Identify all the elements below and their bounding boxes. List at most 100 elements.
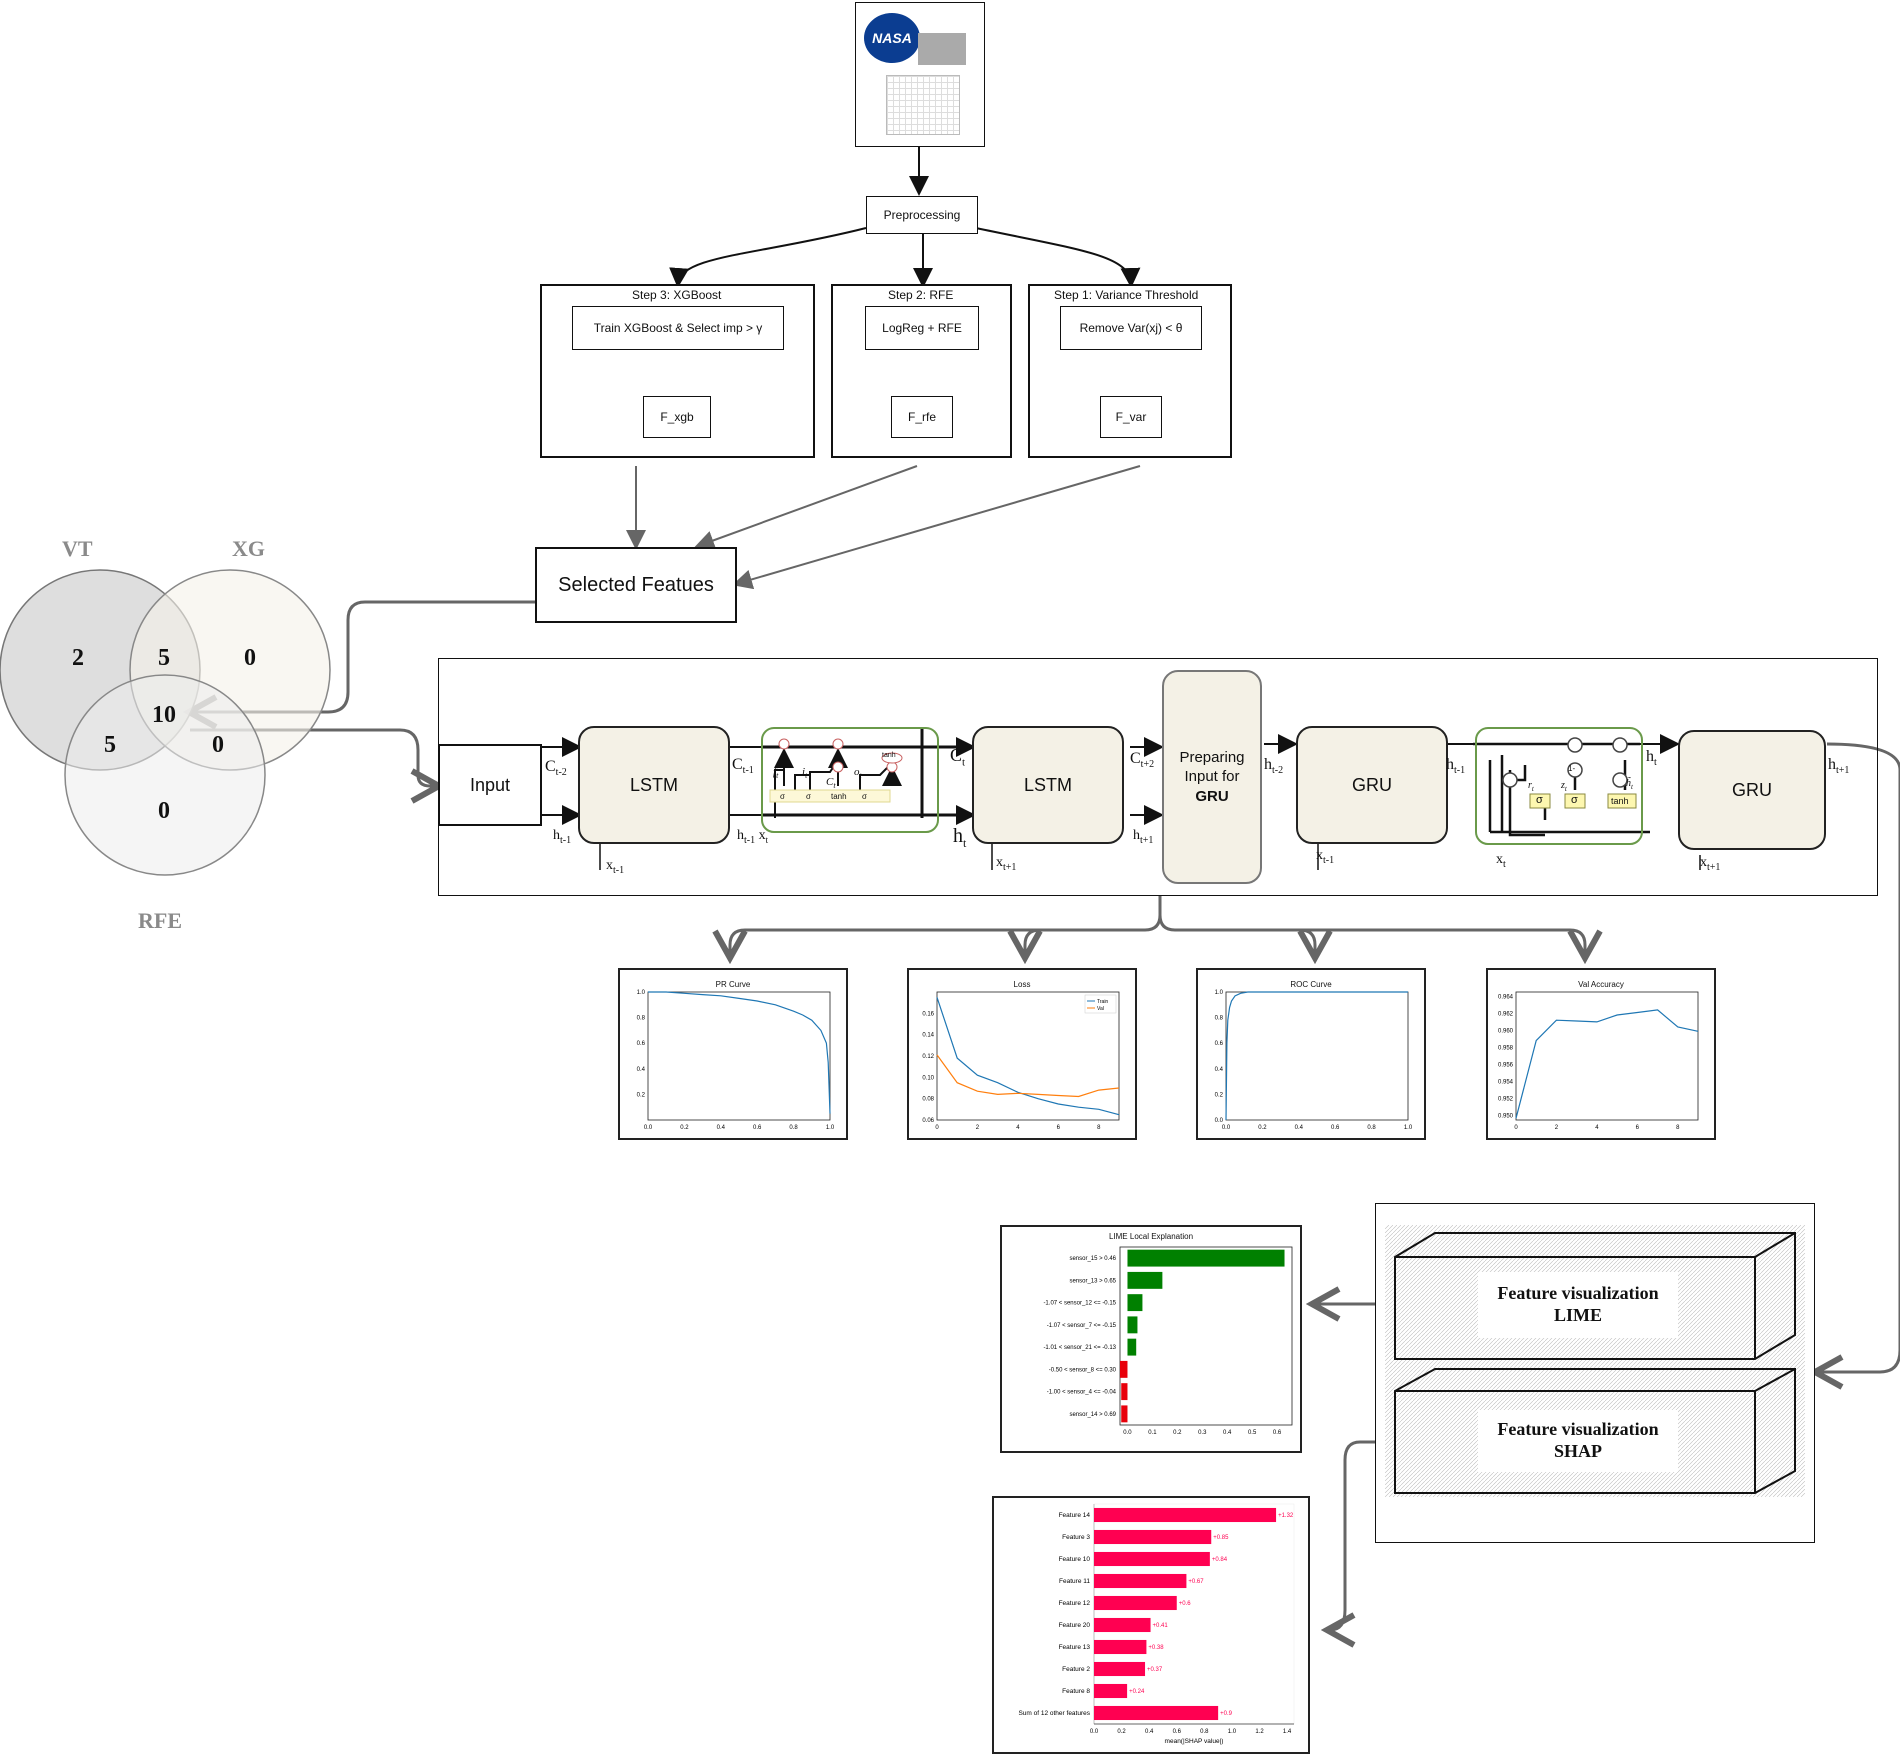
- lbl-o-t: ot: [854, 766, 862, 781]
- y-tick-label: 0.952: [1498, 1097, 1514, 1103]
- y-tick-label: 0.10: [922, 1075, 934, 1081]
- lbl-h-t-plus-1-a: ht+1: [1133, 828, 1154, 846]
- y-tick-label: 0.14: [922, 1033, 934, 1039]
- venn-count-vt-xg: 5: [158, 645, 170, 671]
- val-accuracy-title: Val Accuracy: [1578, 980, 1624, 989]
- roc-curve-title: ROC Curve: [1290, 980, 1332, 989]
- step-rfe-output-text: F_rfe: [907, 410, 936, 424]
- x-tick-label: 1.0: [1404, 1125, 1413, 1131]
- x-tick-label: 0.2: [1173, 1430, 1182, 1436]
- shap-category-label: Feature 20: [1059, 1622, 1091, 1629]
- shap-box-line2: SHAP: [1553, 1441, 1602, 1461]
- gru-cell-1-label: GRU: [1352, 774, 1392, 795]
- lime-bar: [1127, 1271, 1163, 1289]
- shap-category-label: Feature 3: [1062, 1534, 1090, 1541]
- x-tick-label: 4: [1595, 1125, 1599, 1131]
- venn-diagram: [0, 569, 331, 876]
- venn-label-vt: VT: [62, 536, 93, 561]
- selected-features-label: Selected Featues: [558, 573, 714, 596]
- lime-category-label: -1.01 < sensor_21 <= -0.13: [1043, 1345, 1116, 1351]
- lbl-gru-sigma-2: σ: [1571, 794, 1578, 806]
- x-tick-label: 1.4: [1283, 1729, 1292, 1735]
- shap-bar: [1094, 1617, 1151, 1633]
- x-tick-label: 1.0: [1228, 1729, 1237, 1735]
- y-tick-label: 0.4: [637, 1067, 646, 1073]
- x-tick-label: 0.6: [1173, 1729, 1182, 1735]
- x-tick-label: 0: [935, 1125, 939, 1131]
- step-xgboost-action: Train XGBoost & Select imp > γ: [572, 306, 784, 350]
- x-tick-label: 0.8: [1367, 1125, 1376, 1131]
- shap-xlabel: mean(|SHAP value|): [1165, 1738, 1224, 1745]
- x-tick-label: 0.4: [717, 1125, 726, 1131]
- x-tick-label: 0.0: [644, 1125, 653, 1131]
- lbl-lstm-sigma-1: σ: [780, 792, 785, 801]
- lime-category-label: sensor_14 > 0.69: [1069, 1412, 1116, 1418]
- series-line: [648, 991, 831, 1114]
- y-tick-label: 0.8: [637, 1016, 646, 1022]
- shap-box-line1: Feature visualization: [1497, 1419, 1659, 1440]
- shap-value-label: +0.38: [1148, 1645, 1164, 1651]
- lime-bar: [1127, 1338, 1137, 1356]
- step-xgboost-action-text: Train XGBoost & Select imp > γ: [593, 321, 763, 335]
- shap-bar: [1094, 1683, 1128, 1699]
- shap-bar: [1094, 1551, 1210, 1567]
- preprocessing-label: Preprocessing: [883, 208, 961, 222]
- venn-count-rfe-only: 0: [158, 798, 170, 824]
- y-tick-label: 1.0: [637, 990, 646, 996]
- lbl-c-t-2: Ct-2: [545, 758, 567, 779]
- step-rfe-title: Step 2: RFE: [888, 288, 954, 302]
- lbl-lstm-tanh-gate: tanh: [831, 792, 847, 801]
- y-tick-label: 0.962: [1498, 1011, 1514, 1017]
- venn-count-all: 10: [152, 702, 176, 728]
- legend-label: Val: [1097, 1006, 1104, 1012]
- selected-features-box: Selected Featues: [535, 547, 737, 623]
- gru-cell-1: GRU: [1296, 726, 1448, 844]
- lbl-gru-one-minus: 1-: [1568, 764, 1576, 773]
- x-tick-label: 0.5: [1248, 1430, 1257, 1436]
- y-tick-label: 1.0: [1215, 990, 1224, 996]
- lbl-z-t: zt: [1561, 780, 1567, 793]
- x-tick-label: 0.8: [789, 1125, 798, 1131]
- y-tick-label: 0.08: [922, 1097, 934, 1103]
- shap-value-label: +0.37: [1147, 1667, 1163, 1673]
- lbl-h-t-2: ht-2: [1264, 756, 1284, 777]
- x-tick-label: 0.2: [1258, 1125, 1267, 1131]
- y-tick-label: 0.4: [1215, 1067, 1224, 1073]
- step-rfe-action-text: LogReg + RFE: [882, 321, 962, 335]
- lime-bar: [1127, 1294, 1143, 1312]
- x-tick-label: 0.2: [680, 1125, 689, 1131]
- gru-cell-internals: [1473, 742, 1650, 837]
- prep-line3: GRU: [1195, 787, 1229, 805]
- prep-line1: Preparing: [1179, 748, 1245, 766]
- dataset-image-block: [918, 33, 966, 65]
- lbl-gru-sigma-1: σ: [1536, 794, 1543, 806]
- lbl-r-t: rt: [1528, 780, 1534, 793]
- x-tick-label: 0.3: [1198, 1430, 1207, 1436]
- x-tick-label: 2: [976, 1125, 980, 1131]
- venn-circle-rfe: [64, 674, 266, 876]
- shap-feature-box: Feature visualization SHAP: [1478, 1410, 1678, 1472]
- lbl-x-t-1-a: xt-1: [606, 858, 625, 876]
- shap-category-label: Feature 13: [1059, 1644, 1091, 1651]
- y-tick-label: 0.12: [922, 1054, 934, 1060]
- input-label: Input: [469, 774, 511, 795]
- y-tick-label: 0.8: [1215, 1016, 1224, 1022]
- shap-category-label: Feature 11: [1059, 1578, 1090, 1585]
- x-tick-label: 0.0: [1123, 1430, 1132, 1436]
- x-tick-label: 2: [1555, 1125, 1559, 1131]
- shap-category-label: Feature 2: [1062, 1666, 1090, 1673]
- step-variance: Step 1: Variance Threshold Remove Var(xj…: [1028, 284, 1232, 458]
- x-tick-label: 0.4: [1145, 1729, 1154, 1735]
- lbl-h-t: ht: [1646, 748, 1657, 769]
- shap-category-label: Feature 12: [1059, 1600, 1091, 1607]
- lbl-c-t-1: Ct-1: [732, 756, 754, 777]
- series-line: [1225, 991, 1408, 1121]
- lime-category-label: -1.07 < sensor_7 <= -0.15: [1047, 1323, 1117, 1329]
- lime-feature-box: Feature visualization LIME: [1478, 1272, 1678, 1338]
- lime-box-line2: LIME: [1553, 1305, 1602, 1325]
- lime-title: LIME Local Explanation: [1108, 1232, 1194, 1241]
